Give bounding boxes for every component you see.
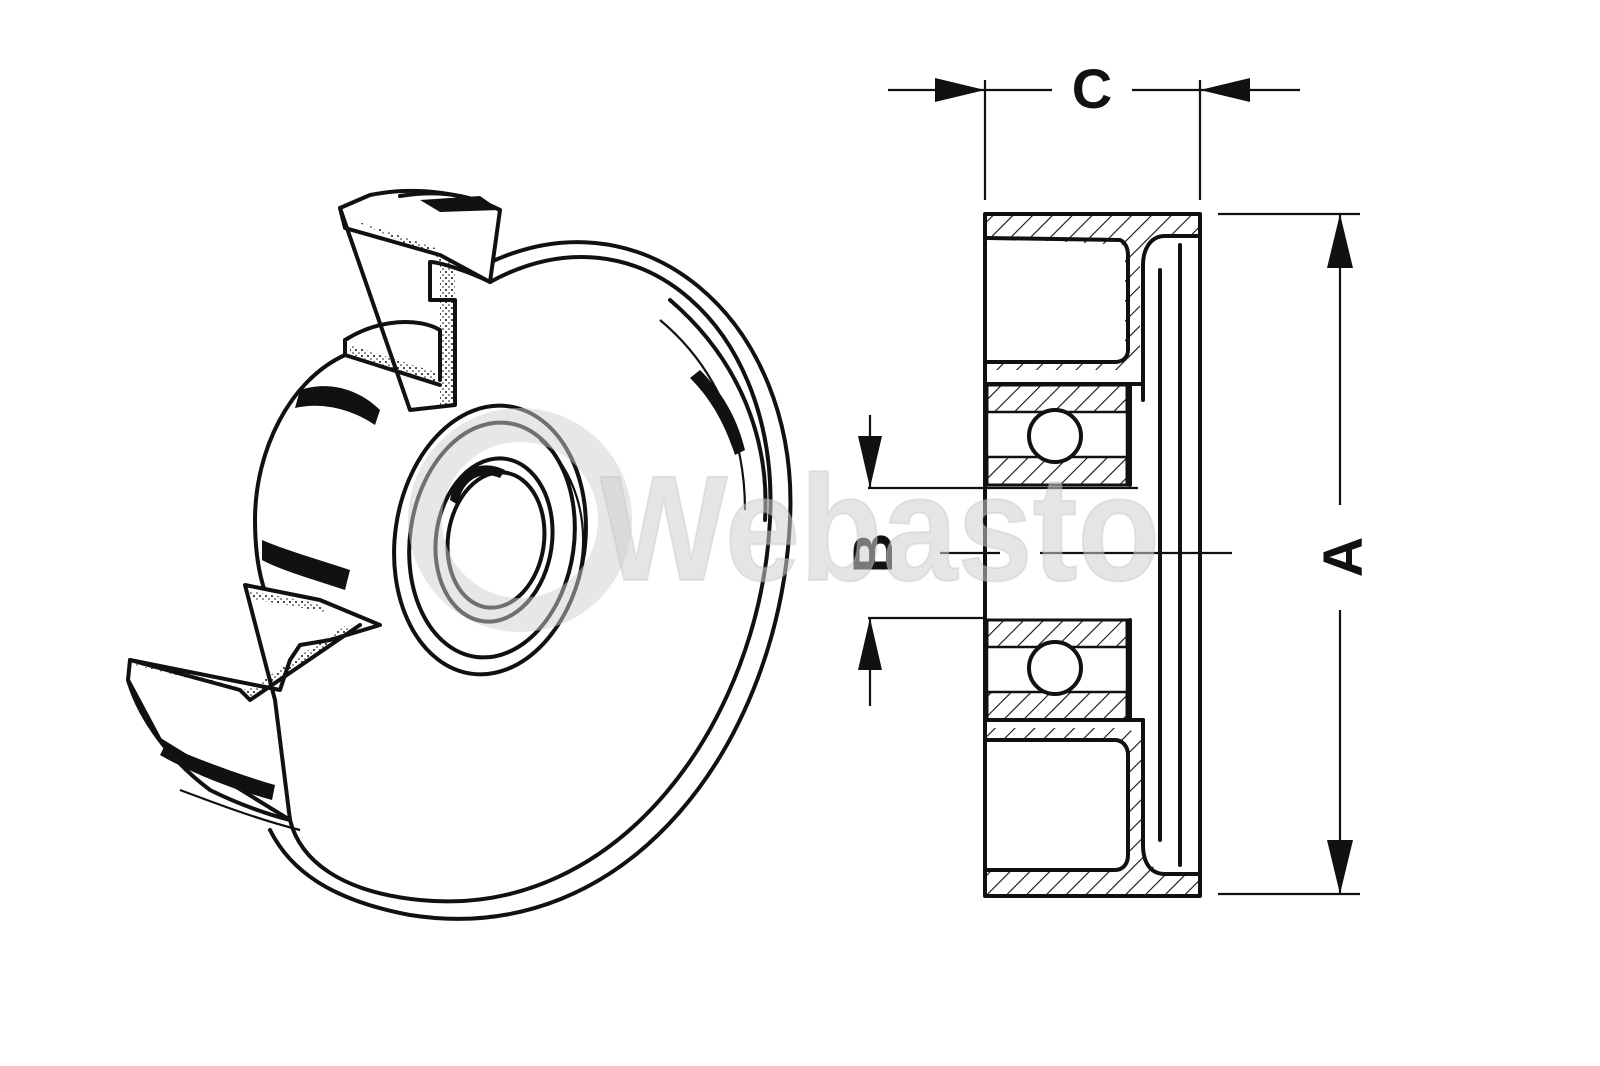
watermark-text: Webasto [600,444,1160,612]
arrow-left-icon [1200,78,1250,102]
section-view [940,212,1232,898]
arrow-down-icon [1327,840,1353,894]
arrow-down-icon [858,436,882,488]
dimension-a: A [1218,212,1374,896]
dimension-label-a: A [1311,537,1374,577]
dimension-c: C [888,57,1300,200]
arrow-up-icon [858,618,882,670]
arrow-up-icon [1327,214,1353,268]
arrow-right-icon [935,78,985,102]
dimension-label-c: C [1072,57,1112,120]
dimension-label-b: B [841,533,904,573]
perspective-view [126,189,793,921]
watermark-logo: Webasto [408,408,1161,632]
dimension-b: B [841,415,1138,706]
